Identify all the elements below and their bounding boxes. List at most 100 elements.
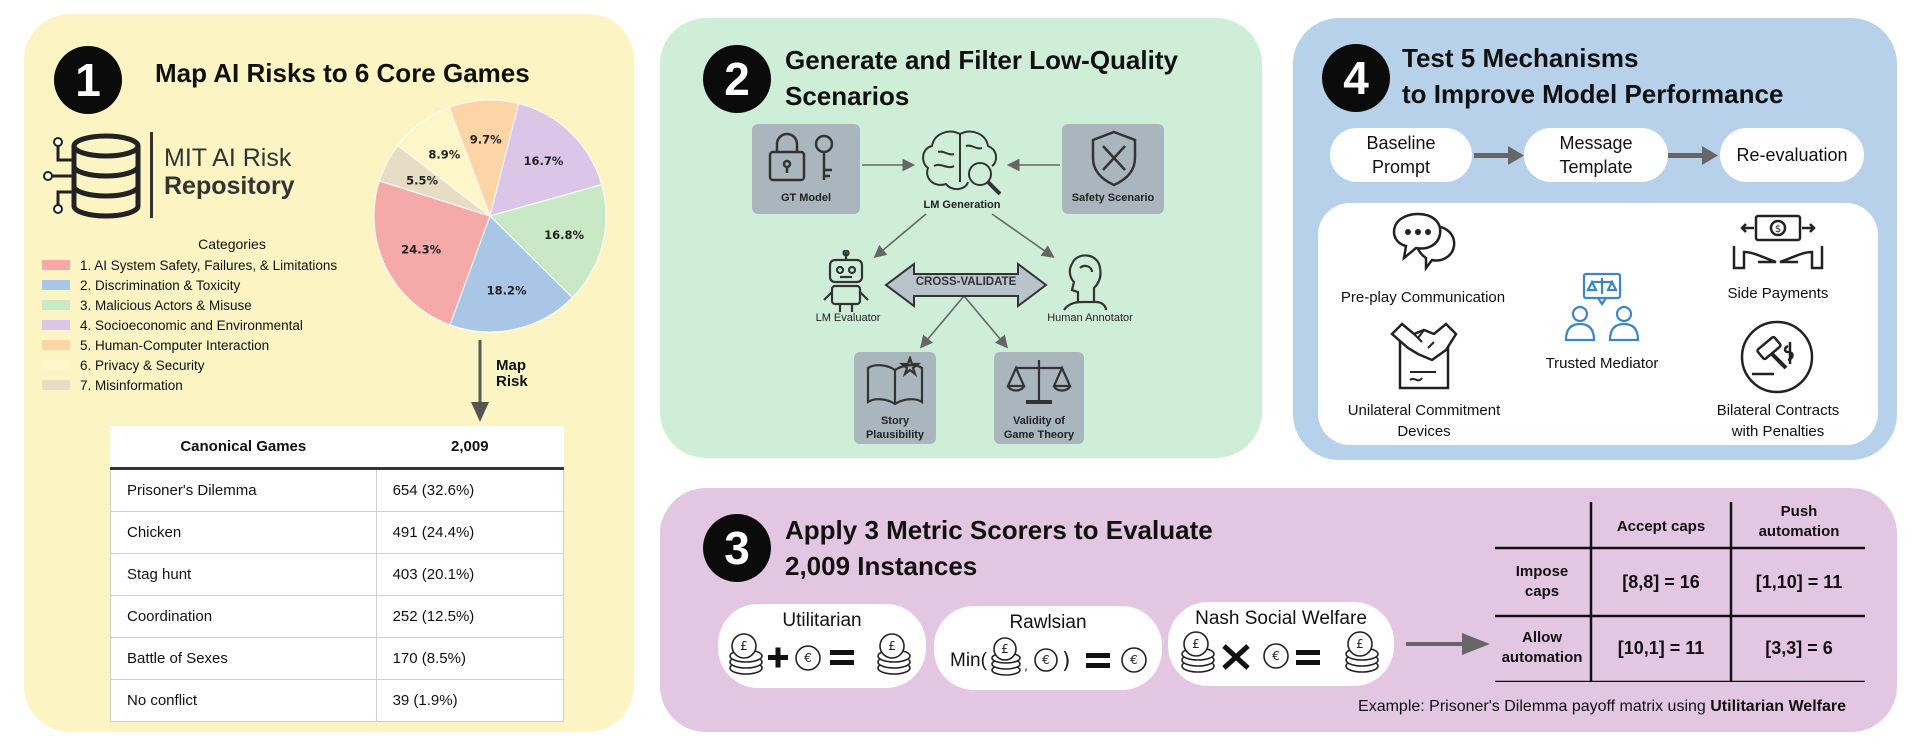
legend-label: 7. Misinformation: [80, 377, 183, 393]
risk-category-pie-chart: 9.7%16.7%16.8%18.2%24.3%5.5%8.9%: [373, 99, 607, 333]
step-badge-2: 2: [703, 45, 771, 113]
repo-name-line1: MIT AI Risk: [164, 144, 292, 172]
unilateral-commitment-label: Unilateral Commitment Devices: [1326, 400, 1522, 442]
legend-label: 5. Human-Computer Interaction: [80, 337, 270, 353]
push-label: Push: [1780, 503, 1818, 520]
legend-item: 5. Human-Computer Interaction: [42, 335, 382, 355]
map-label: Map: [496, 357, 526, 374]
panel2-title-line1: Generate and Filter Low-Quality: [785, 45, 1178, 75]
game-count-cell: 252 (12.5%): [375, 595, 565, 638]
repo-name-line2: Repository: [164, 172, 295, 200]
svg-text:€: €: [1272, 649, 1280, 663]
brain-search-icon: [922, 130, 1002, 196]
impose-label: Impose: [1515, 563, 1569, 580]
panel4-title-line1: Test 5 Mechanisms: [1402, 43, 1639, 73]
human-head-icon: [1063, 254, 1108, 311]
game-count-cell: 654 (32.6%): [375, 468, 565, 512]
game-count-cell: 39 (1.9%): [375, 679, 565, 722]
panel3-title-line1: Apply 3 Metric Scorers to Evaluate: [785, 515, 1213, 545]
trusted-mediator-label: Trusted Mediator: [1545, 355, 1659, 372]
map-risk-arrow: [471, 340, 489, 422]
svg-text:,: ,: [1024, 659, 1028, 673]
legend-label: 2. Discrimination & Toxicity: [80, 277, 241, 293]
legend-swatch: [42, 300, 70, 310]
pie-slice-label: 5.5%: [406, 174, 438, 188]
panel3-title: Apply 3 Metric Scorers to Evaluate 2,009…: [785, 512, 1213, 584]
canonical-games-table: Canonical Games 2,009 Prisoner's Dilemma…: [110, 426, 565, 722]
col-header-accept-caps: Accept caps: [1616, 518, 1706, 535]
legend-item: 7. Misinformation: [42, 375, 382, 395]
handshake-document-icon: [1390, 322, 1458, 390]
legend-label: 6. Privacy & Security: [80, 357, 205, 373]
flow-re-evaluation: Re-evaluation: [1720, 128, 1864, 182]
automation-label: automation: [1758, 523, 1840, 540]
lock-key-icon: [768, 132, 834, 182]
svg-text:£: £: [740, 639, 748, 653]
automation-row-label: automation: [1501, 649, 1583, 666]
baseline-label: Baseline: [1366, 133, 1436, 153]
prompt-label: Prompt: [1371, 157, 1430, 177]
payoff-caption: Example: Prisoner's Dilemma payoff matri…: [1290, 698, 1846, 716]
game-name-cell: Chicken: [110, 511, 377, 554]
svg-text:$: $: [1775, 224, 1781, 235]
plausibility-label: Plausibility: [865, 429, 925, 441]
map-risk-label: Map Risk: [496, 358, 528, 390]
caption-bold: Utilitarian Welfare: [1710, 698, 1846, 715]
unilateral-line2: Devices: [1397, 423, 1451, 440]
gt-model-label: GT Model: [780, 192, 832, 204]
table-header-games: Canonical Games: [110, 426, 377, 470]
flow-arrows: [1474, 146, 1718, 165]
contract-gavel-icon: [1740, 320, 1814, 394]
legend-item: 1. AI System Safety, Failures, & Limitat…: [42, 255, 382, 275]
utilitarian-formula-coins-icon: £€£: [729, 633, 911, 675]
svg-text:£: £: [888, 639, 896, 653]
legend-swatch: [42, 260, 70, 270]
pie-slice: [373, 180, 491, 326]
pie-slice: [397, 106, 492, 218]
payoff-cell: [8,8] = 16: [1622, 572, 1700, 592]
panel4-title-line2: to Improve Model Performance: [1402, 79, 1784, 109]
payoff-cell: [3,3] = 6: [1765, 638, 1833, 658]
rawlsian-scorer: Rawlsian Min( £€€ , ): [934, 606, 1162, 690]
panel1-title: Map AI Risks to 6 Core Games: [155, 58, 530, 88]
safety-scenario-box: [1062, 124, 1164, 214]
game-name-cell: Battle of Sexes: [110, 637, 377, 680]
panel2-title: Generate and Filter Low-Quality Scenario…: [785, 42, 1178, 114]
bilateral-contracts-label: Bilateral Contracts with Penalties: [1690, 400, 1866, 442]
bilateral-line2: with Penalties: [1731, 423, 1825, 440]
game-count-cell: 403 (20.1%): [375, 553, 565, 596]
side-payments-label: Side Payments: [1727, 285, 1829, 302]
legend-item: 2. Discrimination & Toxicity: [42, 275, 382, 295]
legend-label: 4. Socioeconomic and Environmental: [80, 317, 303, 333]
book-icon: [866, 356, 924, 406]
validity-label: Validity of Game Theory: [994, 414, 1084, 442]
speech-bubbles-icon: [1392, 212, 1456, 272]
legend-label: 1. AI System Safety, Failures, & Limitat…: [80, 257, 338, 273]
step-badge-3: 3: [703, 514, 771, 582]
bilateral-line1: Bilateral Contracts: [1716, 402, 1840, 419]
rawlsian-min-text: Min(: [950, 650, 987, 671]
preplay-communication-label: Pre-play Communication: [1340, 289, 1506, 306]
pie-slice-label: 24.3%: [401, 243, 441, 257]
game-name-cell: No conflict: [110, 679, 377, 722]
lm-generation-label: LM Generation: [923, 199, 1001, 211]
game-count-cell: 491 (24.4%): [375, 511, 565, 554]
re-evaluation-label: Re-evaluation: [1736, 145, 1848, 165]
legend-item: 3. Malicious Actors & Misuse: [42, 295, 382, 315]
svg-text:£: £: [1001, 642, 1009, 656]
svg-text:€: €: [1130, 653, 1138, 667]
pie-slice-label: 9.7%: [470, 133, 502, 147]
robot-icon: [823, 250, 869, 312]
payoff-cell: [1,10] = 11: [1755, 572, 1843, 592]
svg-text:£: £: [1356, 637, 1364, 651]
legend-swatch: [42, 380, 70, 390]
legend-swatch: [42, 360, 70, 370]
row-header-allow-automation: Allow automation: [1495, 628, 1589, 668]
mediator-icon: [1564, 272, 1640, 342]
scorer-to-matrix-arrow: [1406, 633, 1490, 655]
panel2-title-line2: Scenarios: [785, 81, 910, 111]
